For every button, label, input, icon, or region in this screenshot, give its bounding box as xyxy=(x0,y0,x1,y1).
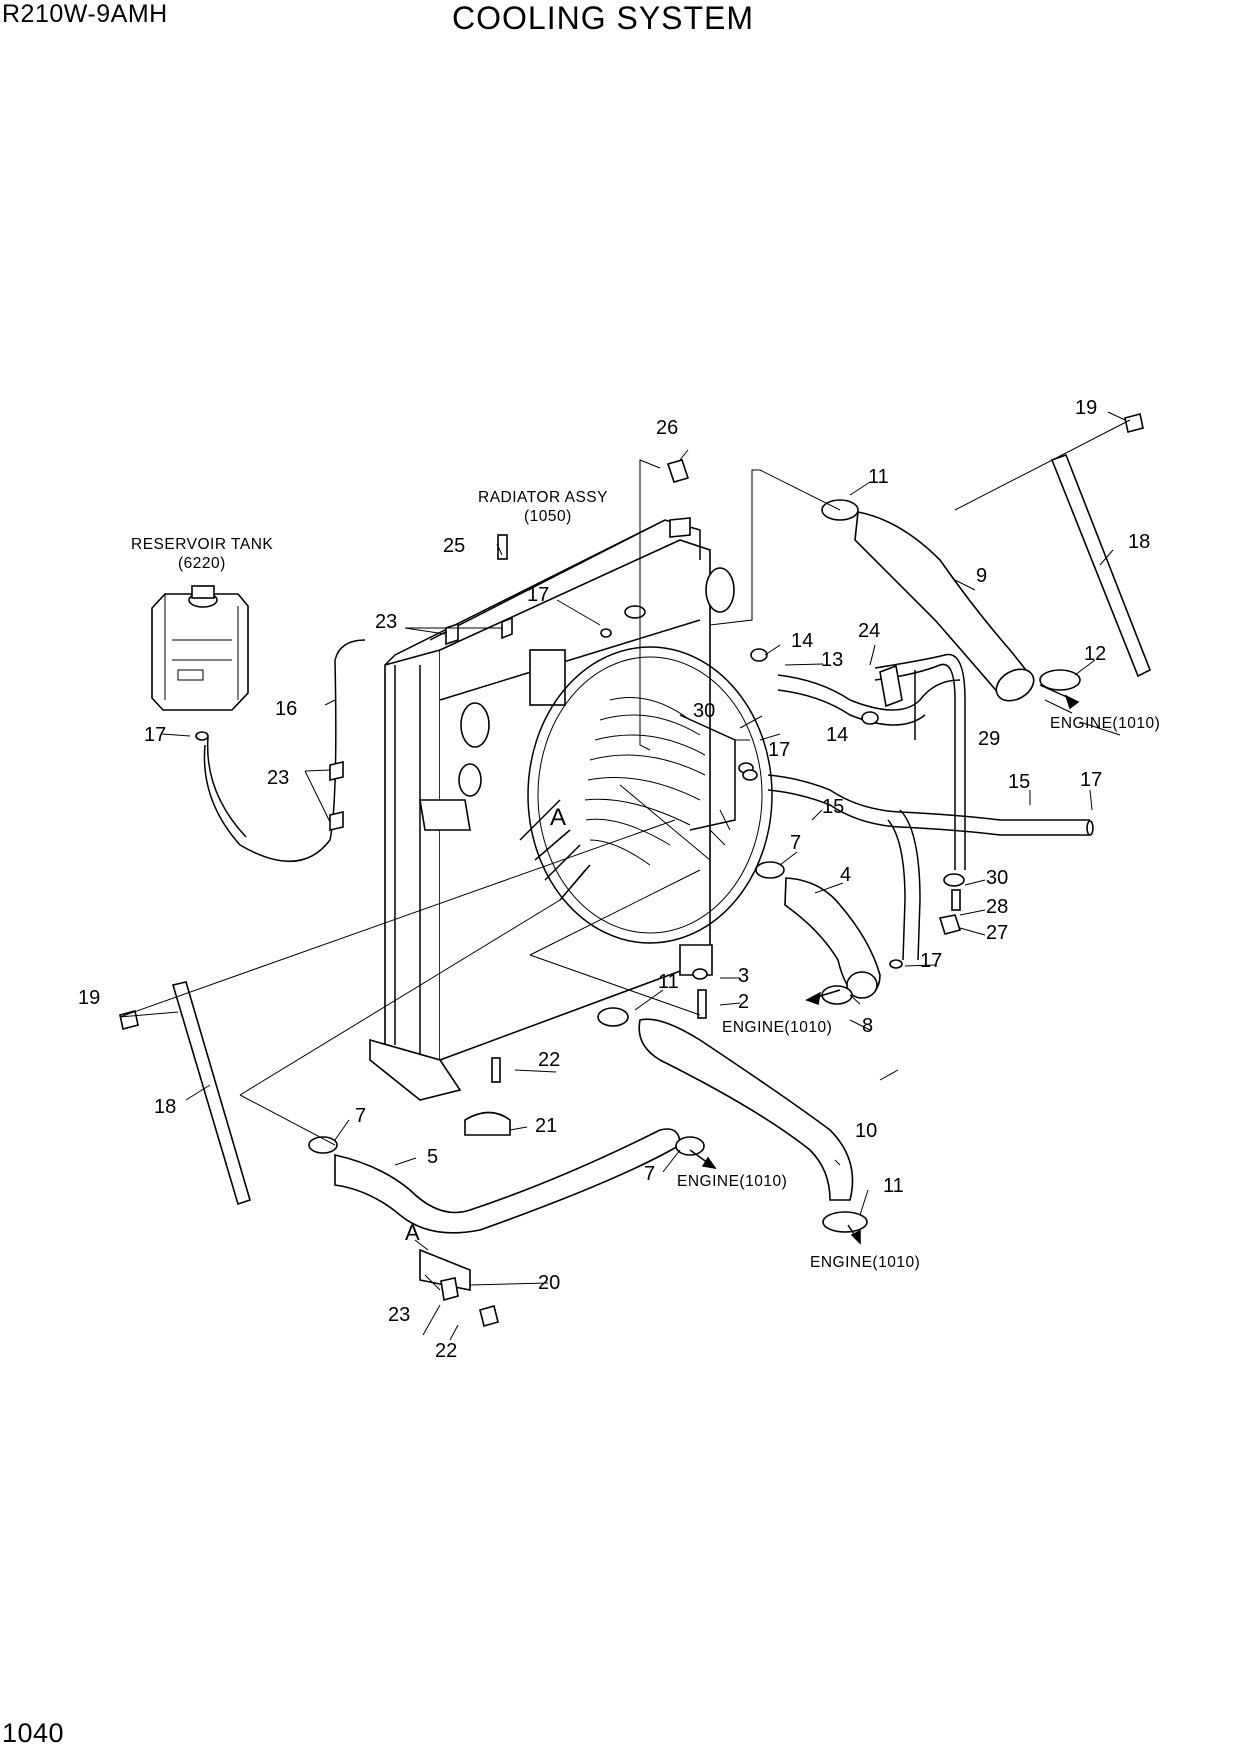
callout-11: 11 xyxy=(868,466,889,488)
callout-23-hose: 23 xyxy=(267,767,289,789)
callout-14-lower: 14 xyxy=(826,724,848,746)
callout-25: 25 xyxy=(443,535,465,557)
callout-22-bracket: 22 xyxy=(435,1340,457,1362)
page-title: COOLING SYSTEM xyxy=(452,0,755,36)
reservoir-tank-ref: (6220) xyxy=(178,555,226,572)
callout-22: 22 xyxy=(538,1049,560,1071)
callout-8: 8 xyxy=(862,1015,873,1037)
callout-11-mid: 11 xyxy=(658,971,679,993)
callout-16: 16 xyxy=(275,698,297,720)
callout-20: 20 xyxy=(538,1272,560,1294)
callout-7: 7 xyxy=(790,832,801,854)
callout-24: 24 xyxy=(858,620,880,642)
engine-arrows xyxy=(689,684,1080,1245)
stay-rod-left xyxy=(171,981,251,1206)
engine-note-hose10: ENGINE(1010) xyxy=(810,1254,920,1271)
callout-30: 30 xyxy=(693,700,715,722)
radiator-assy-ref: (1050) xyxy=(524,508,572,525)
callout-17-pipe: 17 xyxy=(920,950,942,972)
callout-27: 27 xyxy=(986,922,1008,944)
lower-hose-10 xyxy=(638,1018,854,1201)
callout-23: 23 xyxy=(375,611,397,633)
radiator-assy-label: RADIATOR ASSY xyxy=(478,489,608,506)
callout-14: 14 xyxy=(791,630,813,652)
callout-13: 13 xyxy=(821,649,843,671)
callout-17-tank: 17 xyxy=(144,724,166,746)
callout-11-lower: 11 xyxy=(883,1175,904,1197)
callout-17-end: 17 xyxy=(1080,769,1102,791)
callout-23-bracket: 23 xyxy=(388,1304,410,1326)
callout-4: 4 xyxy=(840,864,851,886)
leader-lines xyxy=(119,411,1131,1341)
small-parts xyxy=(119,413,1144,1327)
callout-15-lower: 15 xyxy=(822,796,844,818)
callout-18: 18 xyxy=(1128,531,1150,553)
callout-28: 28 xyxy=(986,896,1008,918)
callout-15: 15 xyxy=(1008,771,1030,793)
callout-19-left: 19 xyxy=(78,987,100,1009)
callout-10: 10 xyxy=(855,1120,877,1142)
callout-30-lower: 30 xyxy=(986,867,1008,889)
engine-note-hose5: ENGINE(1010) xyxy=(677,1173,787,1190)
reservoir-tank xyxy=(151,585,249,711)
callout-18-left: 18 xyxy=(154,1096,176,1118)
callout-21: 21 xyxy=(535,1115,557,1137)
callout-9: 9 xyxy=(976,565,987,587)
reservoir-tank-label: RESERVOIR TANK xyxy=(131,536,273,553)
fan-shroud xyxy=(519,646,773,944)
model-number: R210W-9AMH xyxy=(2,0,168,28)
view-a-mark: A xyxy=(550,804,566,831)
lower-hose-5 xyxy=(334,1128,681,1234)
callout-7-lower: 7 xyxy=(644,1163,655,1185)
callout-12: 12 xyxy=(1084,643,1106,665)
clamp-21 xyxy=(464,1111,511,1136)
page-number: 1040 xyxy=(2,1718,65,1748)
view-a-detail-mark: A xyxy=(405,1220,420,1245)
callout-5: 5 xyxy=(427,1146,438,1168)
callout-29: 29 xyxy=(978,728,1000,750)
callout-17: 17 xyxy=(527,584,549,606)
stay-rod-right xyxy=(1050,453,1152,678)
callout-19: 19 xyxy=(1075,397,1097,419)
engine-note-hose4: ENGINE(1010) xyxy=(722,1019,832,1036)
callout-3: 3 xyxy=(738,965,749,987)
callout-26: 26 xyxy=(656,417,678,439)
callout-7-left: 7 xyxy=(355,1105,366,1127)
radiator-assembly xyxy=(369,517,735,1101)
upper-hose xyxy=(854,511,1035,702)
callout-17-mid: 17 xyxy=(768,739,790,761)
callouts: 26 11 19 18 9 12 25 17 23 14 24 13 14 30… xyxy=(78,397,1150,1362)
engine-note-upper: ENGINE(1010) xyxy=(1050,715,1160,732)
bracket-20 xyxy=(419,1248,471,1291)
lower-hose-4 xyxy=(784,877,881,999)
callout-2: 2 xyxy=(738,991,749,1013)
